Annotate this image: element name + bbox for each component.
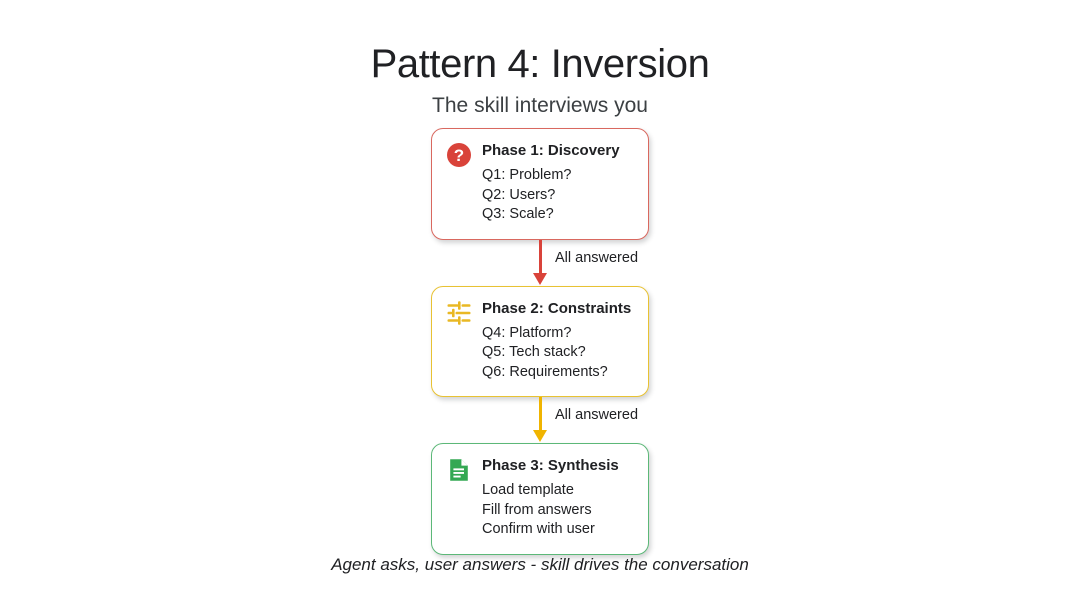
phase-line: Confirm with user	[482, 521, 595, 537]
phase-box-discovery[interactable]: ? Phase 1: Discovery Q1: Problem? Q2: Us…	[431, 128, 649, 240]
phase-line: Q1: Problem?	[482, 167, 572, 183]
connector-label: All answered	[555, 249, 639, 266]
arrow-stem	[539, 239, 542, 275]
question-mark-circle-icon: ?	[446, 142, 472, 168]
phase-heading: Phase 2: Constraints	[482, 299, 632, 317]
phase-body: Phase 1: Discovery Q1: Problem? Q2: User…	[482, 141, 634, 225]
phase-box-constraints[interactable]: Phase 2: Constraints Q4: Platform? Q5: T…	[431, 285, 649, 397]
tune-sliders-icon	[446, 300, 472, 326]
slide-footer-caption: Agent asks, user answers - skill drives …	[331, 555, 749, 574]
phase-flow-diagram: ? Phase 1: Discovery Q1: Problem? Q2: Us…	[431, 128, 649, 555]
phase-line: Q2: Users?	[482, 186, 556, 203]
phase-line: Q3: Scale?	[482, 206, 554, 222]
connector-label: All answered	[555, 407, 639, 423]
arrow-head-icon	[533, 430, 547, 442]
svg-text:?: ?	[454, 146, 464, 165]
connector-discovery-to-constraints: All answered	[431, 239, 649, 286]
phase-body: Phase 3: Synthesis Load template Fill fr…	[482, 456, 634, 540]
phase-line: Load template	[482, 482, 574, 498]
phase-heading: Phase 1: Discovery	[482, 142, 620, 159]
arrow-stem	[539, 397, 542, 432]
page-subtitle: The skill interviews you	[432, 94, 648, 117]
slide-header: Pattern 4: Inversion The skill interview…	[0, 40, 1080, 120]
phase-line: Q5: Tech stack?	[482, 344, 586, 360]
phase-body: Phase 2: Constraints Q4: Platform? Q5: T…	[482, 299, 634, 383]
document-icon	[446, 457, 472, 483]
phase-box-synthesis[interactable]: Phase 3: Synthesis Load template Fill fr…	[431, 443, 649, 555]
phase-line: Q4: Platform?	[482, 324, 572, 341]
page-title: Pattern 4: Inversion	[370, 42, 710, 86]
phase-line: Q6: Requirements?	[482, 363, 608, 380]
connector-constraints-to-synthesis: All answered	[431, 397, 649, 443]
phase-line: Fill from answers	[482, 501, 592, 518]
phase-heading: Phase 3: Synthesis	[482, 457, 619, 474]
arrow-head-icon	[533, 272, 547, 285]
